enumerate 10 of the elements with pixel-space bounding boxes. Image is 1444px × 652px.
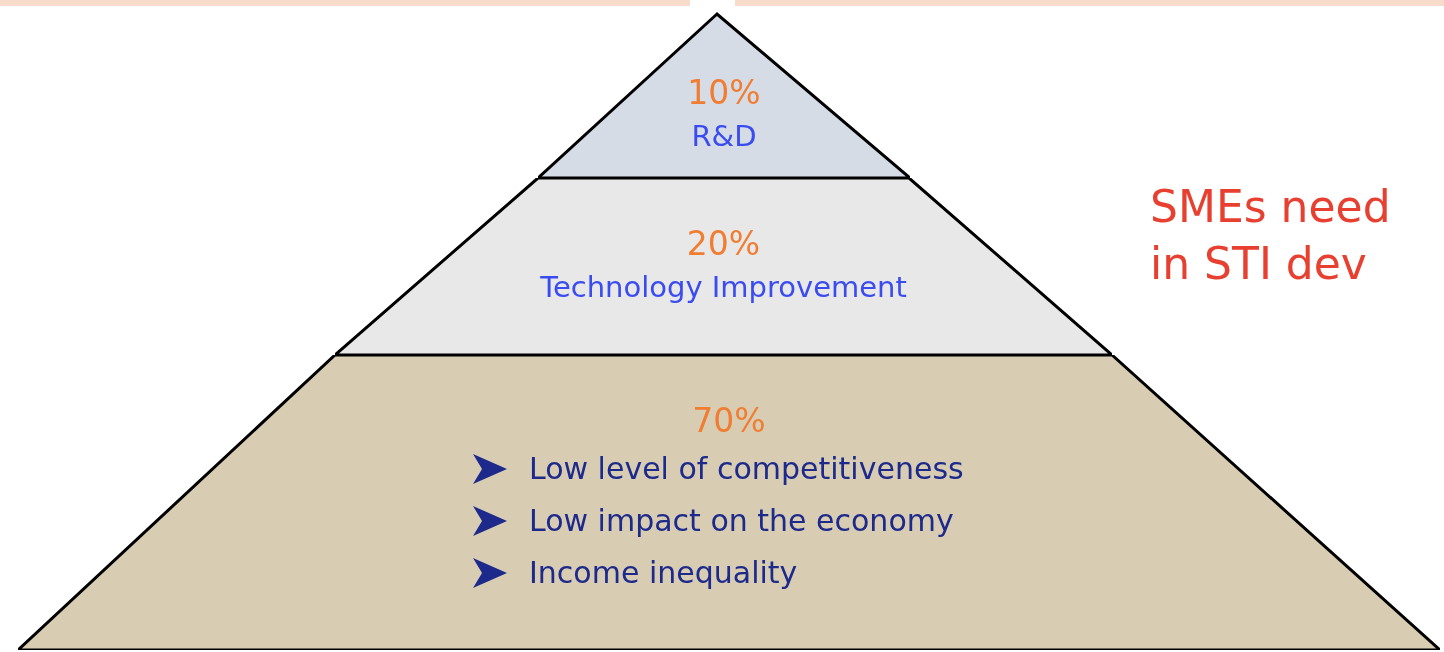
bullet-text: Income inequality — [529, 555, 798, 591]
side-note: SMEs need in STI dev — [1150, 180, 1392, 292]
percentage: 10% — [687, 72, 761, 114]
tier-label: Technology Improvement — [540, 268, 907, 306]
bullet-text: Low level of competitiveness — [529, 451, 964, 487]
percentage: 70% — [692, 400, 766, 442]
percentage: 20% — [686, 223, 761, 265]
pyramid-tier — [18, 355, 1440, 650]
bullet-text: Low impact on the economy — [529, 503, 954, 539]
tier-label: R&D — [691, 117, 757, 155]
